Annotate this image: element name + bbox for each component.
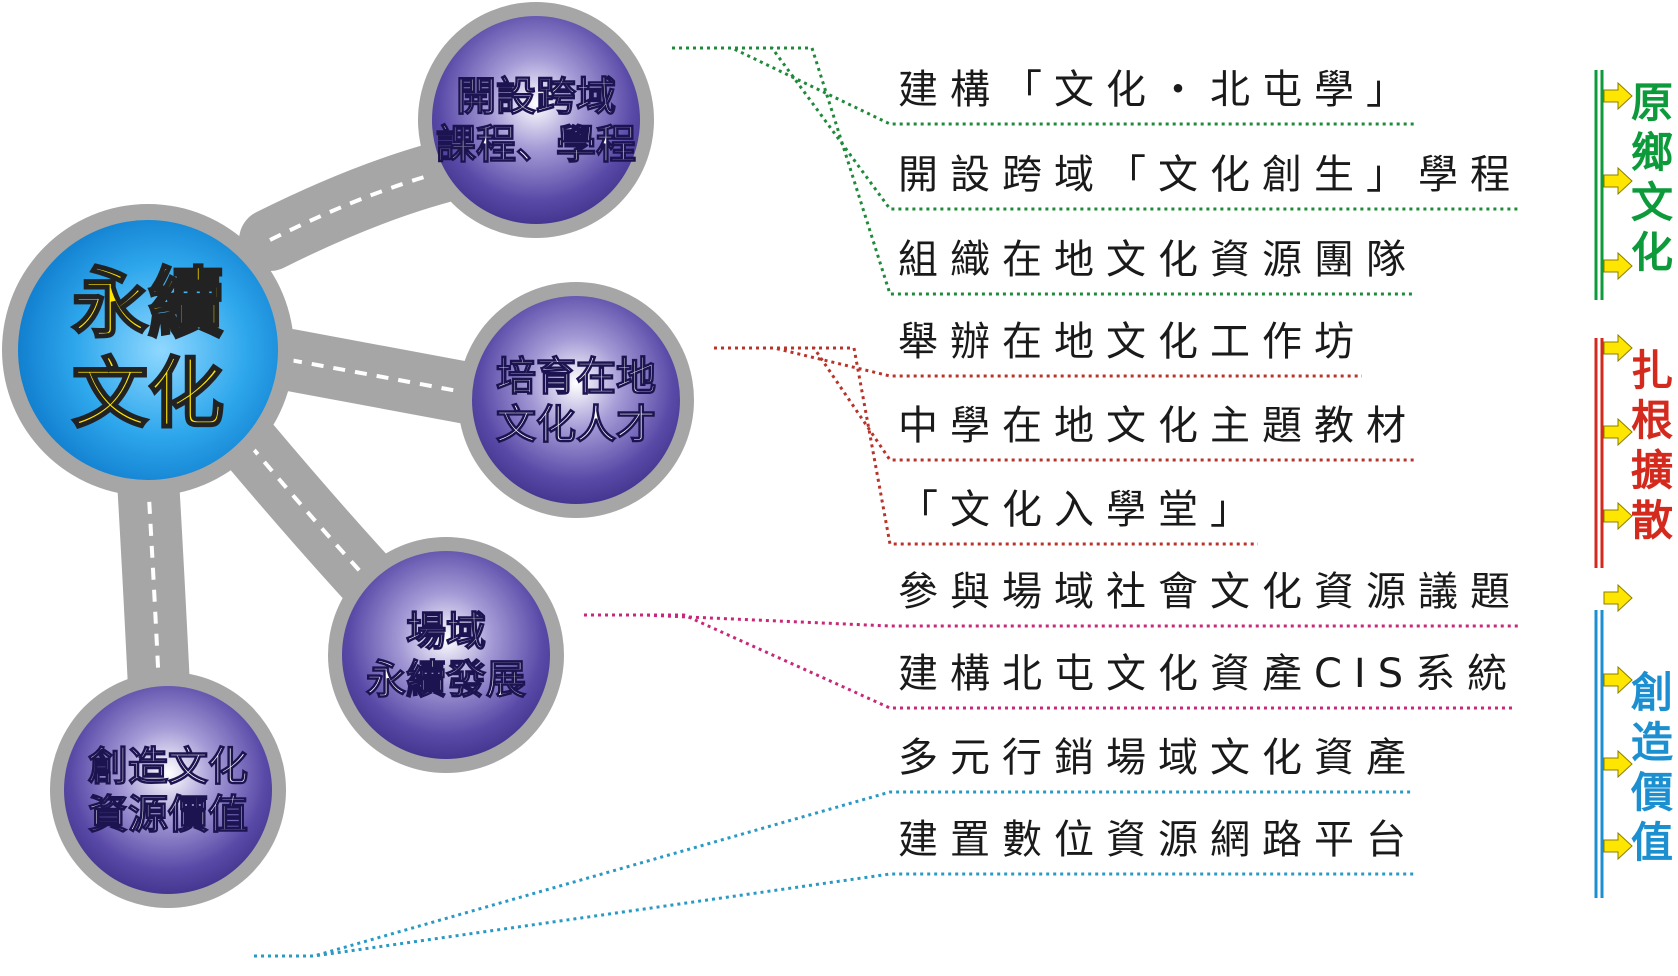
arrow-icon: [1603, 251, 1633, 281]
center-label: 永續文化: [72, 259, 224, 438]
group-label-heritage: 原鄉文化: [1630, 78, 1673, 277]
list-item: 多元行銷場域文化資產: [898, 735, 1418, 781]
group-brackets: [1594, 70, 1633, 898]
bracket-0: [1594, 70, 1633, 300]
group-label-rooting: 扎根擴散: [1630, 346, 1673, 545]
list-item: 建構「文化・北屯學」: [898, 67, 1418, 113]
group-label-value: 創造價值: [1630, 668, 1673, 867]
node-value: 創造文化資源價值: [50, 672, 286, 908]
list-item: 中學在地文化主題教材: [898, 403, 1418, 449]
bracket-2: [1594, 583, 1633, 898]
arrow-icon: [1603, 166, 1633, 196]
link-line: [584, 613, 1516, 710]
list-item: 建構北屯文化資產CIS系統: [898, 651, 1520, 697]
node-courses: 開設跨域課程、學程: [418, 2, 654, 238]
center-circle: 永續文化: [2, 204, 294, 496]
list-item: 建置數位資源網路平台: [898, 817, 1418, 863]
arrow-icon: [1603, 81, 1633, 111]
node-talent: 培育在地文化人才: [458, 282, 694, 518]
arrow-icon: [1603, 831, 1633, 861]
arrow-icon: [1603, 333, 1633, 363]
arrow-icon: [1603, 501, 1633, 531]
arrow-icon: [1603, 583, 1633, 613]
link-line: [672, 46, 1414, 296]
node-label: 創造文化資源價值: [88, 744, 248, 838]
node-label: 培育在地文化人才: [496, 354, 656, 448]
node-label: 場域永續發展: [366, 609, 526, 703]
list-item: 開設跨域「文化創生」學程: [898, 152, 1522, 198]
node-site: 場域永續發展: [328, 537, 564, 773]
list-item: 參與場域社會文化資源議題: [898, 569, 1522, 615]
bracket-1: [1594, 333, 1633, 568]
list-item: 舉辦在地文化工作坊: [898, 319, 1366, 365]
list-item: 「文化入學堂」: [898, 487, 1262, 533]
arrow-icon: [1603, 665, 1633, 695]
list-item: 組織在地文化資源團隊: [898, 237, 1418, 283]
arrow-icon: [1603, 417, 1633, 447]
node-label: 開設跨域課程、學程: [436, 74, 636, 168]
link-line: [254, 872, 1414, 958]
link-line: [714, 346, 1258, 546]
arrow-icon: [1603, 749, 1633, 779]
dotted-links: [254, 46, 1518, 958]
